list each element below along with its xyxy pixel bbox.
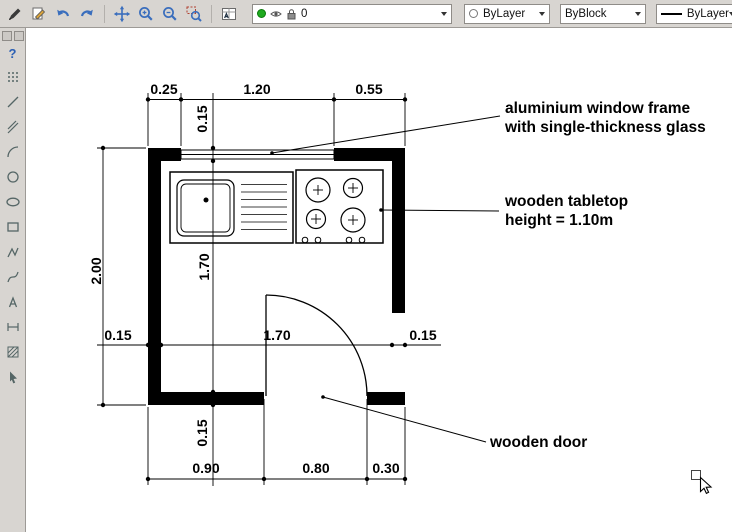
- pen-color-select[interactable]: ByLayer: [464, 3, 550, 24]
- tool-grid-icon[interactable]: [3, 67, 23, 87]
- cad-cursor: [691, 470, 713, 495]
- dim-bottom-left: 0.90: [192, 460, 219, 476]
- dim-top-left: 0.25: [150, 81, 177, 97]
- tool-line-icon[interactable]: [3, 92, 23, 112]
- line-width-value: ByBlock: [565, 7, 607, 20]
- tool-dimension-icon[interactable]: [3, 317, 23, 337]
- layer-status-icon: [257, 9, 266, 18]
- redo-icon[interactable]: [76, 3, 98, 25]
- edit-entity-icon[interactable]: [28, 3, 50, 25]
- line-type-value: ByLayer: [686, 7, 729, 20]
- burner-crosses: [311, 183, 358, 225]
- toolbar-separator: [104, 4, 105, 23]
- help-button[interactable]: ?: [8, 46, 17, 61]
- undo-icon[interactable]: [52, 3, 74, 25]
- sink-unit: [169, 171, 294, 244]
- chevron-down-icon: [539, 11, 545, 16]
- color-swatch-icon: [469, 9, 478, 18]
- annotation-tabletop-line2: height = 1.10m: [505, 212, 613, 229]
- drawing-canvas[interactable]: 0.25 1.20 0.55 0.15 2.00 1.70 0.15 0.15 …: [26, 28, 732, 532]
- tool-text-icon[interactable]: [3, 292, 23, 312]
- stove: [295, 169, 384, 244]
- pen-color-value: ByLayer: [483, 7, 526, 20]
- tool-rectangle-icon[interactable]: [3, 217, 23, 237]
- layer-select[interactable]: 0: [252, 3, 452, 24]
- tool-hatch-icon[interactable]: [3, 342, 23, 362]
- window: [180, 149, 335, 160]
- layer-visibility-icon: [270, 9, 282, 19]
- dim-top-wall-thickness: 0.15: [194, 105, 210, 132]
- annotation-door: wooden door: [489, 434, 587, 451]
- dimension-ticks: [100, 97, 408, 482]
- dim-bottom-wall-thickness: 0.15: [194, 419, 210, 446]
- dim-mid-interior: 1.70: [263, 327, 290, 343]
- drainboard-lines: [241, 184, 287, 230]
- attributes-icon[interactable]: [218, 3, 240, 25]
- tool-spline-icon[interactable]: [3, 267, 23, 287]
- pan-icon[interactable]: [111, 3, 133, 25]
- pencil-icon[interactable]: [4, 3, 26, 25]
- leader-dots: [270, 151, 383, 399]
- leader-lines: [271, 115, 501, 443]
- line-type-select[interactable]: ByLayer: [656, 3, 732, 24]
- walls: [148, 148, 405, 405]
- dim-mid-right: 0.15: [409, 327, 436, 343]
- dock-mini-button-2[interactable]: [13, 31, 24, 41]
- tool-pointer-icon[interactable]: [3, 367, 23, 387]
- dim-top-right: 0.55: [355, 81, 382, 97]
- dim-overall-height: 2.00: [88, 257, 104, 284]
- line-type-swatch-icon: [661, 12, 682, 15]
- chevron-down-icon: [635, 11, 641, 16]
- zoom-out-icon[interactable]: [159, 3, 181, 25]
- dim-bottom-middle: 0.80: [302, 460, 329, 476]
- chevron-down-icon: [441, 11, 447, 16]
- tool-arc-icon[interactable]: [3, 142, 23, 162]
- line-width-select[interactable]: ByBlock: [560, 3, 646, 24]
- tool-polyline-icon[interactable]: [3, 242, 23, 262]
- annotation-window-line1: aluminium window frame: [505, 100, 691, 117]
- tool-sidebar: ?: [0, 28, 26, 532]
- annotation-window-line2: with single-thickness glass: [504, 119, 706, 136]
- dim-interior-height: 1.70: [196, 253, 212, 280]
- zoom-window-icon[interactable]: [183, 3, 205, 25]
- drawing-area: 0.25 1.20 0.55 0.15 2.00 1.70 0.15 0.15 …: [26, 28, 732, 532]
- annotation-tabletop-line1: wooden tabletop: [504, 193, 628, 210]
- stove-knobs: [301, 236, 366, 244]
- chevron-down-icon: [729, 11, 732, 16]
- tool-circle-icon[interactable]: [3, 167, 23, 187]
- tool-ellipse-icon[interactable]: [3, 192, 23, 212]
- layer-lock-icon: [286, 8, 297, 20]
- layer-name: 0: [301, 7, 308, 20]
- door: [265, 294, 368, 397]
- dim-mid-left: 0.15: [104, 327, 131, 343]
- toolbar-separator: [211, 4, 212, 23]
- tool-parallel-lines-icon[interactable]: [3, 117, 23, 137]
- zoom-in-icon[interactable]: [135, 3, 157, 25]
- dock-mini-button-1[interactable]: [1, 31, 12, 41]
- dim-top-middle: 1.20: [243, 81, 270, 97]
- dim-bottom-right: 0.30: [372, 460, 399, 476]
- main-toolbar: 0 ByLayer ByBlock ByLayer: [0, 0, 732, 28]
